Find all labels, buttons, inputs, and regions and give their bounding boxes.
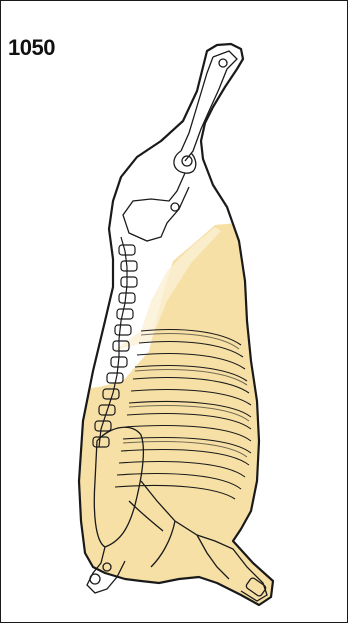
- hind-leg-bones: [123, 51, 237, 241]
